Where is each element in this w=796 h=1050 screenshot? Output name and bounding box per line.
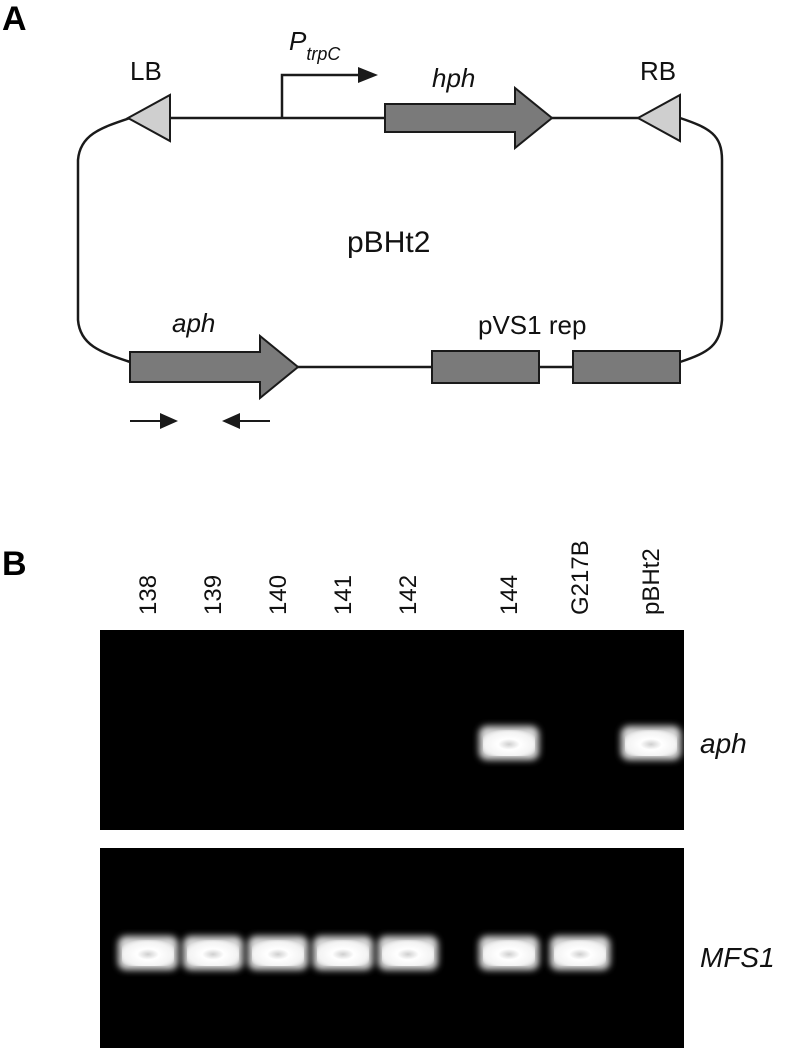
aph-label: aph <box>172 308 215 338</box>
gel-mfs1-bands <box>118 936 610 970</box>
gel-band <box>248 936 308 970</box>
hph-label: hph <box>432 63 475 93</box>
promoter-arrowhead-icon <box>358 67 378 83</box>
rb-label: RB <box>640 56 676 86</box>
gel-band <box>621 726 681 760</box>
gel-band <box>183 936 243 970</box>
panel-b-letter: B <box>2 545 27 583</box>
gel-mfs1-label: MFS1 <box>700 942 775 973</box>
promoter-label: PtrpC <box>289 26 341 64</box>
gel-band <box>550 936 610 970</box>
hph-gene-arrow <box>384 85 554 151</box>
lb-triangle-icon <box>125 93 171 143</box>
reverse-primer-arrow-icon <box>222 413 240 429</box>
gel-band <box>313 936 373 970</box>
gel-band <box>479 726 539 760</box>
lane-label: G217B <box>567 540 594 615</box>
pvs1-rep-label: pVS1 rep <box>478 310 586 340</box>
gel-aph-bands <box>479 726 681 760</box>
forward-primer-arrow-icon <box>160 413 178 429</box>
plasmid-backbone <box>76 116 131 364</box>
panel-a-letter: A <box>2 0 27 38</box>
promoter-arrow-icon <box>280 73 360 118</box>
gel-band <box>378 936 438 970</box>
promoter-subscript: trpC <box>306 44 341 64</box>
lane-label: 139 <box>200 575 227 615</box>
promoter-main: P <box>289 26 307 56</box>
gel-band <box>118 936 178 970</box>
lane-label: 140 <box>265 575 292 615</box>
panel-a: A LB RB PtrpC hph pBHt2 aph pVS1 rep <box>2 0 724 429</box>
plasmid-name: pBHt2 <box>347 226 430 259</box>
lane-label: 144 <box>496 575 523 615</box>
pvs1-rep-box-2 <box>572 350 681 384</box>
lane-labels: 138 139 140 141 142 144 G217B pBHt2 <box>135 540 665 615</box>
gel-aph-label: aph <box>700 728 747 759</box>
plasmid-backbone-right <box>679 116 724 364</box>
lane-label: pBHt2 <box>638 548 665 615</box>
panel-b: B 138 139 140 141 142 144 G217B pBHt2 aph MFS1 <box>2 540 775 1048</box>
pvs1-rep-box-1 <box>431 350 540 384</box>
lane-label: 142 <box>395 575 422 615</box>
lane-label: 141 <box>330 575 357 615</box>
lb-label: LB <box>130 56 162 86</box>
gel-band <box>479 936 539 970</box>
rb-triangle-icon <box>635 93 681 143</box>
lane-label: 138 <box>135 575 162 615</box>
gel-aph <box>100 630 684 830</box>
aph-gene-arrow <box>129 333 300 401</box>
